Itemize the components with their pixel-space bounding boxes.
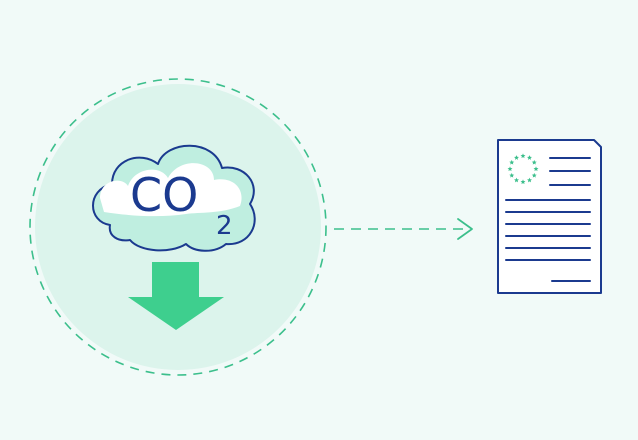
star-icon [520,179,526,185]
star-icon [514,177,519,183]
dashed-right-arrow [334,218,473,240]
dashed-outer-ring [29,78,327,376]
star-icon [531,172,537,178]
down-arrow-shape [128,262,224,330]
document-page [497,139,602,294]
certificate-document-icon [497,139,602,294]
star-icon [527,177,532,183]
co2-subscript-text: 2 [216,211,233,241]
down-arrow-icon [128,262,224,330]
dashed-arrow-head [457,218,473,240]
star-icon [509,172,515,178]
star-icon [514,155,519,160]
star-icon [531,159,537,165]
star-icon [507,166,513,172]
cloud-icon: CO 2 [92,144,256,252]
star-icon [520,153,526,159]
star-icon [527,155,532,160]
document-text-lines [505,157,591,282]
cloud-highlight [100,163,242,217]
co2-main-text: CO [130,168,198,222]
cloud-outline [92,144,256,252]
star-icon [533,166,539,172]
eu-star-ring-icon [507,153,539,185]
star-icon [509,159,515,165]
